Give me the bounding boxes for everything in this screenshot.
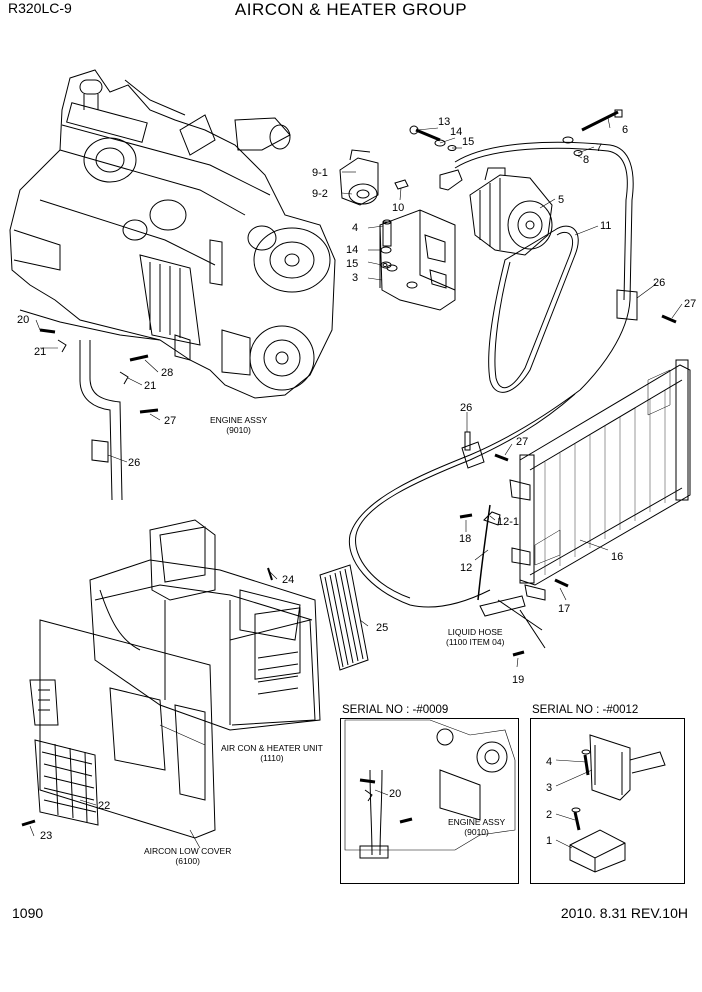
inset-serial-0012-drawing: [569, 734, 666, 873]
callout-9-2: 9-2: [312, 188, 328, 200]
page-number: 1090: [12, 905, 44, 921]
vent-grille-drawing: [21, 739, 99, 827]
callout-22: 22: [98, 800, 111, 812]
callout-27-c: 27: [516, 436, 529, 448]
caption-engine-assy: ENGINE ASSY(9010): [210, 415, 268, 435]
callout-8: 8: [583, 154, 590, 166]
callout-10: 10: [392, 202, 405, 214]
callout-18: 18: [459, 533, 472, 545]
compressor-bracket-drawing: [379, 209, 456, 311]
callout-17: 17: [558, 603, 571, 615]
engine-assembly-drawing: [9, 69, 336, 399]
callout-28: 28: [161, 367, 174, 379]
callout-15-b: 15: [346, 258, 359, 270]
callout-26-c: 26: [460, 402, 473, 414]
compressor-drawing: [469, 167, 553, 256]
callout-20-b: 20: [389, 788, 402, 800]
callout-1: 1: [546, 835, 553, 847]
cabin-filter-drawing: [319, 564, 369, 671]
callout-5: 5: [558, 194, 565, 206]
callout-3: 3: [352, 272, 359, 284]
callout-7: 7: [596, 142, 603, 154]
callout-25: 25: [376, 622, 389, 634]
callout-9-1: 9-1: [312, 167, 328, 179]
revision-date: 2010. 8.31 REV.10H: [560, 905, 688, 921]
callout-13: 13: [438, 116, 451, 128]
callout-15: 15: [462, 136, 475, 148]
liquid-hose-drawing: [348, 389, 581, 649]
callout-6: 6: [622, 124, 629, 136]
serial-label-right: SERIAL NO : -#0012: [532, 704, 639, 716]
hose-clamps-drawing: [459, 431, 569, 657]
leader-lines: [29, 117, 683, 849]
callout-2: 2: [546, 809, 553, 821]
callout-19: 19: [512, 674, 525, 686]
callout-20: 20: [17, 314, 30, 326]
idler-pulley-drawing: [339, 149, 409, 206]
refrigerant-hose-drawing: [439, 141, 677, 391]
callout-27: 27: [684, 298, 697, 310]
callout-24: 24: [282, 574, 295, 586]
caption-liquid-hose: LIQUID HOSE(1100 ITEM 04): [446, 627, 505, 647]
inset-box-left: [340, 718, 519, 884]
page-title: AIRCON & HEATER GROUP: [234, 0, 468, 19]
callout-27-b: 27: [164, 415, 177, 427]
caption-engine-assy-inset: ENGINE ASSY(9010): [448, 817, 506, 837]
condenser-drawing: [509, 359, 691, 601]
aircon-low-cover-drawing: [29, 619, 216, 839]
inset-box-right: [530, 718, 685, 884]
inset-serial-0009-drawing: [344, 719, 516, 859]
callout-14-b: 14: [346, 244, 359, 256]
callout-26: 26: [653, 277, 666, 289]
caption-aircon-unit: AIR CON & HEATER UNIT(1110): [221, 743, 323, 763]
callout-12-1: 12-1: [497, 516, 520, 528]
callout-11: 11: [600, 220, 612, 232]
callout-3-b: 3: [546, 782, 553, 794]
heater-pipe-drawing: [39, 328, 159, 501]
callout-21: 21: [34, 346, 47, 358]
callout-12: 12: [460, 562, 473, 574]
callout-14: 14: [450, 126, 463, 138]
callout-4-b: 4: [546, 756, 553, 768]
serial-label-left: SERIAL NO : -#0009: [342, 704, 449, 716]
aircon-unit-drawing: [89, 519, 321, 731]
callout-16: 16: [611, 551, 624, 563]
callout-26-b: 26: [128, 457, 141, 469]
caption-aircon-low-cover: AIRCON LOW COVER(6100): [144, 846, 232, 866]
callout-21-b: 21: [144, 380, 157, 392]
callout-4: 4: [352, 222, 359, 234]
drive-belt-drawing: [488, 225, 579, 393]
model-number: R320LC-9: [8, 0, 72, 16]
callout-23: 23: [40, 830, 53, 842]
